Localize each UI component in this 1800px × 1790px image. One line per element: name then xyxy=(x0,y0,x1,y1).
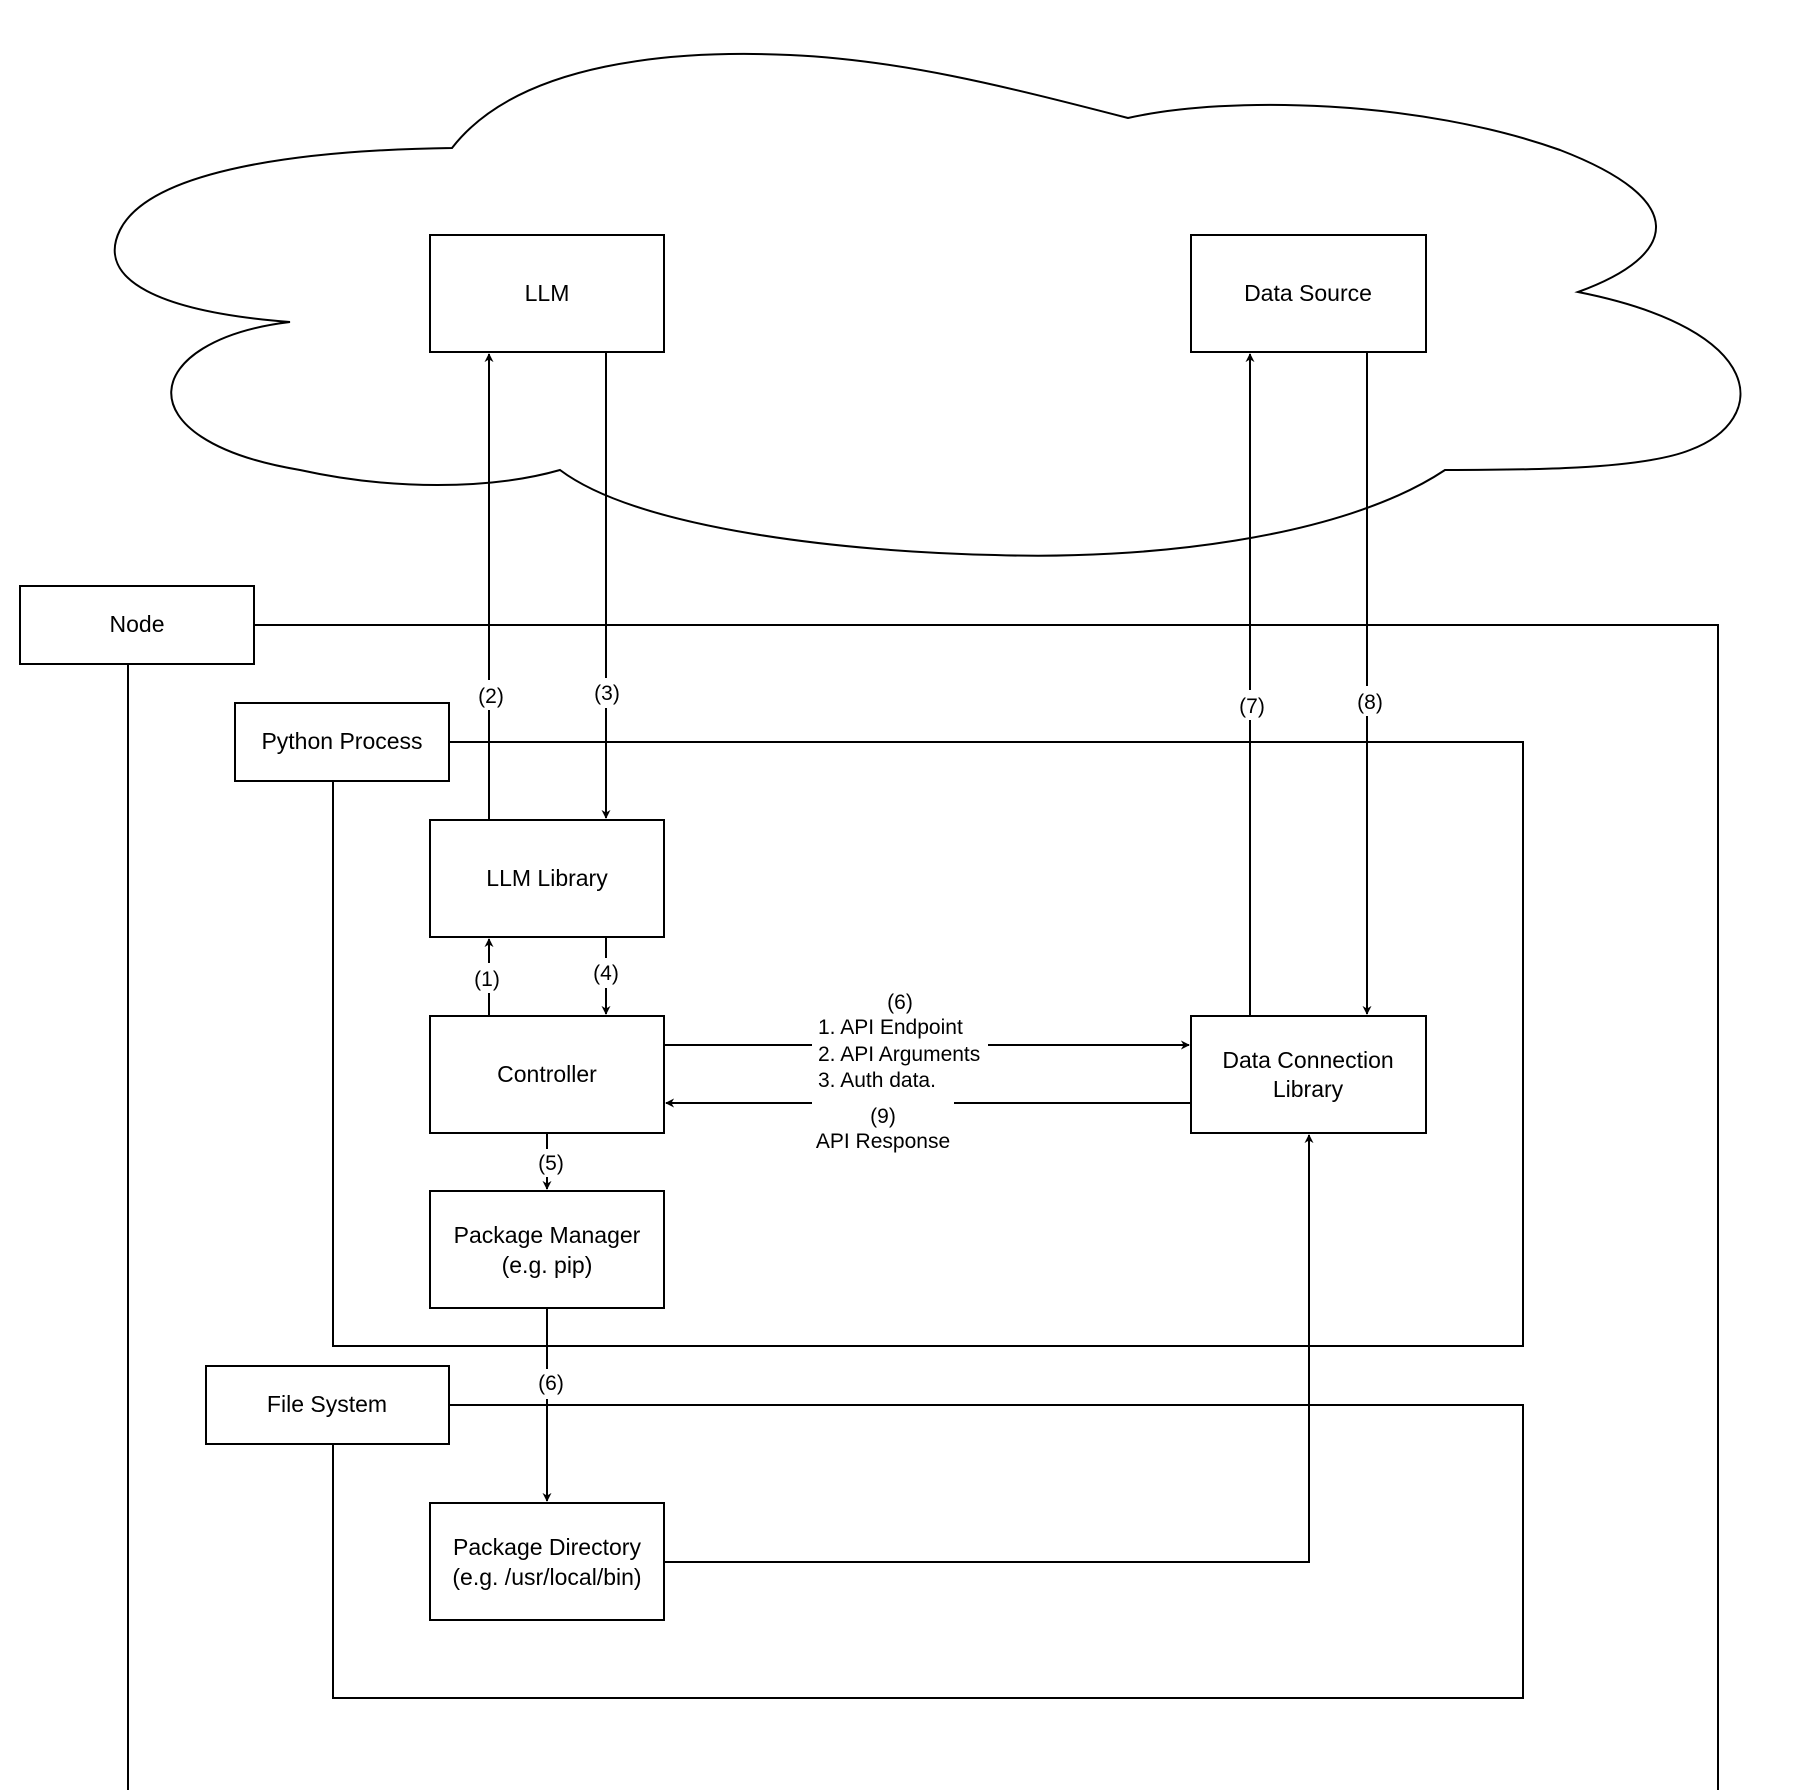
edge-1-label: (1) xyxy=(474,968,500,991)
package-manager-label-line2: (e.g. pip) xyxy=(502,1252,593,1278)
edge-2-label: (2) xyxy=(478,685,504,708)
edge-4-label: (4) xyxy=(593,962,619,985)
edge-6-install: (6) xyxy=(534,1308,566,1502)
edge-6-request-label-line3: 2. API Arguments xyxy=(818,1043,980,1066)
file-system-label: File System xyxy=(267,1391,387,1417)
edge-9: (9) API Response xyxy=(665,1093,1191,1153)
edge-1: (1) xyxy=(471,938,503,1016)
controller-box: Controller xyxy=(429,1015,665,1134)
controller-label: Controller xyxy=(497,1061,597,1087)
node-label-box: Node xyxy=(19,585,255,665)
package-manager-box: Package Manager (e.g. pip) xyxy=(429,1190,665,1309)
edge-3-label: (3) xyxy=(594,682,620,705)
edge-6-request: (6) 1. API Endpoint 2. API Arguments 3. … xyxy=(664,986,1190,1092)
data-source-label: Data Source xyxy=(1244,280,1372,306)
package-directory-label-line2: (e.g. /usr/local/bin) xyxy=(452,1564,641,1590)
edge-package-directory-to-data-connection xyxy=(664,1134,1314,1563)
edge-8-label: (8) xyxy=(1357,691,1383,714)
data-source-box: Data Source xyxy=(1190,234,1427,353)
llm-library-label: LLM Library xyxy=(486,865,608,891)
file-system-container xyxy=(332,1404,1524,1699)
edge-9-label-line1: (9) xyxy=(870,1105,896,1128)
data-connection-library-label-line1: Data Connection xyxy=(1222,1047,1393,1073)
data-connection-library-label-line2: Library xyxy=(1273,1076,1344,1102)
package-directory-label-line1: Package Directory xyxy=(453,1534,641,1560)
edge-4: (4) xyxy=(590,937,622,1015)
llm-label: LLM xyxy=(525,280,570,306)
edge-5: (5) xyxy=(534,1133,566,1190)
file-system-label-box: File System xyxy=(205,1365,450,1445)
data-connection-library-box: Data Connection Library xyxy=(1190,1015,1427,1134)
edge-2: (2) xyxy=(474,353,506,820)
python-process-label-box: Python Process xyxy=(234,702,450,782)
python-process-label: Python Process xyxy=(261,728,422,754)
edge-8: (8) xyxy=(1354,352,1386,1015)
llm-box: LLM xyxy=(429,234,665,353)
edge-6-request-label-line2: 1. API Endpoint xyxy=(818,1016,963,1039)
python-process-container xyxy=(332,741,1524,1347)
edge-7: (7) xyxy=(1236,353,1268,1016)
edge-9-label-line2: API Response xyxy=(816,1130,950,1153)
cloud-shape xyxy=(113,52,1742,557)
edge-3: (3) xyxy=(591,352,623,819)
node-label: Node xyxy=(110,611,165,637)
package-manager-label-line1: Package Manager xyxy=(454,1222,641,1248)
edge-6-request-label-line4: 3. Auth data. xyxy=(818,1069,936,1092)
edge-5-label: (5) xyxy=(538,1152,564,1175)
edge-7-label: (7) xyxy=(1239,695,1265,718)
edge-6-request-label-line1: (6) xyxy=(887,991,913,1014)
edge-6-install-label: (6) xyxy=(538,1372,564,1395)
package-directory-box: Package Directory (e.g. /usr/local/bin) xyxy=(429,1502,665,1621)
llm-library-box: LLM Library xyxy=(429,819,665,938)
node-container xyxy=(127,624,1719,1790)
